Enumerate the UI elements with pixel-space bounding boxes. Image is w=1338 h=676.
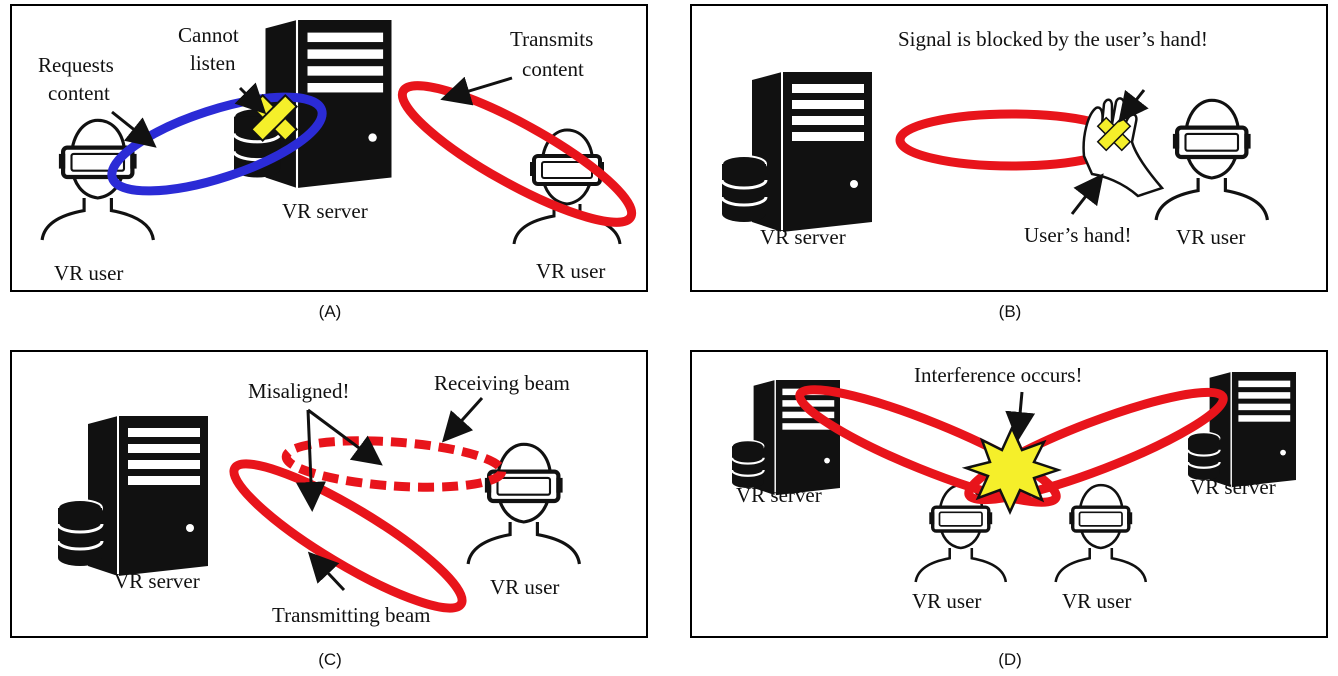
arrow-cannot-listen (234, 82, 267, 115)
panel-b: Signal is blocked by the user’s hand! Us… (690, 4, 1328, 292)
label-misaligned: Misaligned! (248, 379, 349, 403)
arrow-receiving (441, 396, 484, 443)
label-requests-line2: content (48, 81, 110, 105)
blue-request-beam (107, 92, 327, 196)
label-receiving: Receiving beam (434, 371, 570, 395)
arrow-interference (1005, 391, 1036, 442)
caption-c: (C) (318, 650, 342, 669)
label-user-right: VR user (536, 259, 605, 283)
label-user: VR user (490, 575, 559, 599)
panel-a: Requests content Cannot listen Transmits… (10, 4, 648, 292)
arrow-misaligned-2 (296, 409, 326, 512)
label-user: VR user (1176, 225, 1245, 249)
label-user-right: VR user (1062, 589, 1131, 613)
label-blocked: Signal is blocked by the user’s hand! (898, 27, 1208, 51)
label-server: VR server (282, 199, 368, 223)
arrow-blocked (1118, 89, 1149, 123)
label-transmits-line1: Transmits (510, 27, 593, 51)
interference-starburst (961, 424, 1062, 516)
vr-server-figure (56, 414, 210, 578)
panel-a-diagram: Requests content Cannot listen Transmits… (38, 18, 637, 285)
right-server-beam (964, 387, 1228, 505)
label-hand: User’s hand! (1024, 223, 1132, 247)
vr-user-figure (1156, 100, 1267, 220)
red-transmit-beam (397, 81, 637, 227)
caption-b: (B) (998, 302, 1022, 321)
arrow-hand (1070, 173, 1104, 215)
label-cannot-line1: Cannot (178, 23, 239, 47)
left-server-beam (795, 385, 1061, 507)
transmitting-beam (229, 459, 467, 613)
arrow-transmits (440, 76, 513, 106)
vr-user-right-figure (1053, 483, 1148, 584)
label-requests-line1: Requests (38, 53, 114, 77)
panel-c: Misaligned! Receiving beam Transmitting … (10, 350, 648, 638)
arrow-transmitting (307, 551, 346, 592)
label-server-left: VR server (736, 483, 822, 507)
blocked-x-marker (1096, 116, 1132, 152)
panel-d: Interference occurs! VR server VR server… (690, 350, 1328, 638)
panel-d-diagram: Interference occurs! VR server VR server… (730, 363, 1298, 613)
arrow-misaligned-1 (307, 408, 383, 466)
vr-server-figure (720, 70, 874, 234)
caption-a: (A) (318, 302, 342, 321)
label-transmits-line2: content (522, 57, 584, 81)
label-interference: Interference occurs! (914, 363, 1082, 387)
label-user-left: VR user (54, 261, 123, 285)
caption-d: (D) (998, 650, 1022, 669)
label-transmitting: Transmitting beam (272, 603, 430, 627)
panel-b-diagram: Signal is blocked by the user’s hand! Us… (720, 27, 1328, 249)
label-cannot-line2: listen (190, 51, 236, 75)
label-server: VR server (760, 225, 846, 249)
label-user-left: VR user (912, 589, 981, 613)
vr-user-left-figure (42, 120, 153, 240)
label-server-right: VR server (1190, 475, 1276, 499)
vr-server-left-figure (730, 378, 842, 497)
label-server: VR server (114, 569, 200, 593)
panel-c-diagram: Misaligned! Receiving beam Transmitting … (56, 371, 648, 627)
arrow-requests (111, 110, 157, 148)
